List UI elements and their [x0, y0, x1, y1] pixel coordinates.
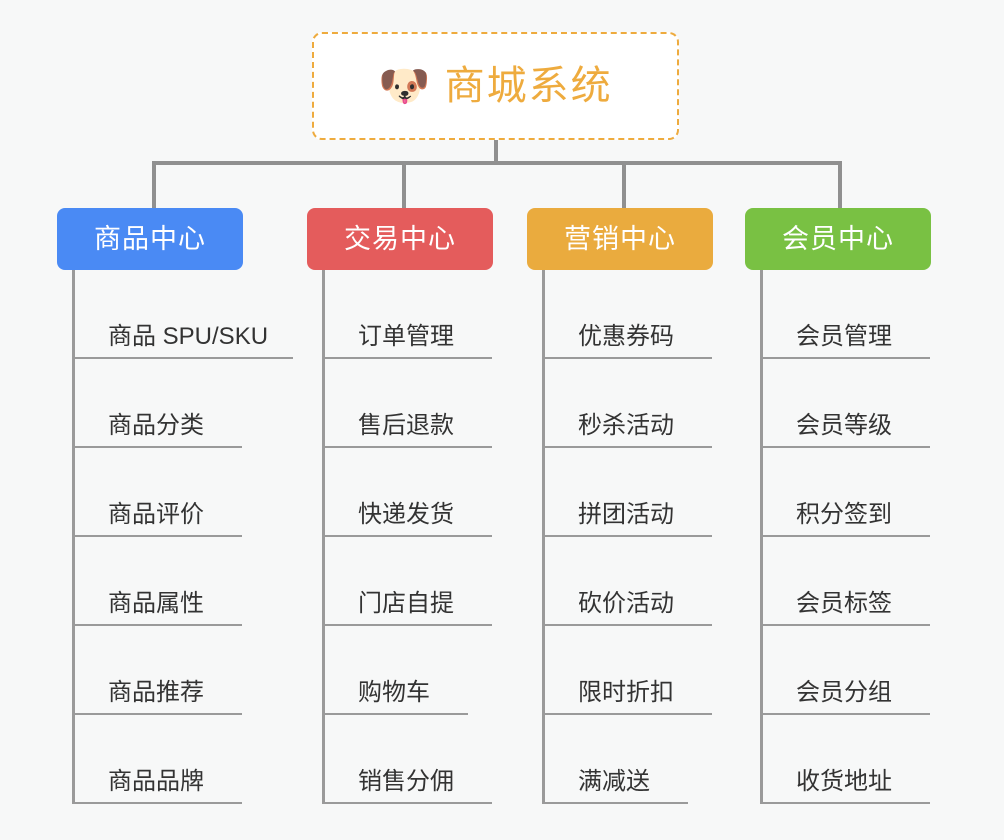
branch-header-product-center[interactable]: 商品中心: [57, 208, 243, 270]
leaf-label: 商品 SPU/SKU: [108, 323, 269, 350]
leaf-item[interactable]: 限时折扣: [545, 626, 712, 715]
leaf-label: 商品评价: [108, 501, 204, 528]
leaf-item[interactable]: 商品评价: [75, 448, 242, 537]
leaf-label: 会员标签: [796, 590, 892, 617]
branch-title: 营销中心: [564, 223, 676, 254]
leaf-label: 销售分佣: [358, 768, 454, 795]
root-node[interactable]: 🐶 商城系统: [312, 32, 679, 140]
leaf-item[interactable]: 秒杀活动: [545, 359, 712, 448]
branch-marketing-center: 营销中心 优惠券码 秒杀活动 拼团活动 砍价活动 限时折扣 满减送: [527, 208, 713, 804]
branch-trade-center: 交易中心 订单管理 售后退款 快递发货 门店自提 购物车 销售分佣: [307, 208, 493, 804]
leaf-item[interactable]: 会员标签: [763, 537, 930, 626]
connector-horizontal-bus: [152, 161, 842, 165]
leaf-item[interactable]: 商品分类: [75, 359, 242, 448]
leaf-label: 快递发货: [358, 501, 454, 528]
leaf-label: 订单管理: [358, 323, 454, 350]
branch-header-marketing-center[interactable]: 营销中心: [527, 208, 713, 270]
leaf-item[interactable]: 门店自提: [325, 537, 492, 626]
branch-header-trade-center[interactable]: 交易中心: [307, 208, 493, 270]
connector-root-stem: [494, 140, 498, 163]
leaf-item[interactable]: 商品属性: [75, 537, 242, 626]
leaf-item[interactable]: 满减送: [545, 715, 688, 804]
leaf-label: 会员管理: [796, 323, 892, 350]
leaf-item[interactable]: 售后退款: [325, 359, 492, 448]
leaf-label: 砍价活动: [578, 590, 674, 617]
branch-product-center: 商品中心 商品 SPU/SKU 商品分类 商品评价 商品属性 商品推荐 商品品牌: [57, 208, 293, 804]
leaf-label: 优惠券码: [578, 323, 674, 350]
leaf-label: 商品推荐: [108, 679, 204, 706]
leaf-label: 会员等级: [796, 412, 892, 439]
leaf-label: 秒杀活动: [578, 412, 674, 439]
leaf-item[interactable]: 商品品牌: [75, 715, 242, 804]
leaf-label: 拼团活动: [578, 501, 674, 528]
branch-header-member-center[interactable]: 会员中心: [745, 208, 931, 270]
leaf-label: 门店自提: [358, 590, 454, 617]
leaf-item[interactable]: 购物车: [325, 626, 468, 715]
leaf-item[interactable]: 拼团活动: [545, 448, 712, 537]
leaf-item[interactable]: 快递发货: [325, 448, 492, 537]
leaf-label: 商品品牌: [108, 768, 204, 795]
leaf-item[interactable]: 收货地址: [763, 715, 930, 804]
branch-title: 商品中心: [94, 223, 206, 254]
leaf-item[interactable]: 订单管理: [325, 270, 492, 359]
leaf-label: 售后退款: [358, 412, 454, 439]
connector-drop-1: [152, 161, 156, 209]
leaf-label: 收货地址: [796, 768, 892, 795]
leaf-list-trade-center: 订单管理 售后退款 快递发货 门店自提 购物车 销售分佣: [322, 270, 493, 804]
leaf-item[interactable]: 会员分组: [763, 626, 930, 715]
leaf-label: 积分签到: [796, 501, 892, 528]
leaf-label: 商品属性: [108, 590, 204, 617]
leaf-item[interactable]: 砍价活动: [545, 537, 712, 626]
branch-title: 交易中心: [344, 223, 456, 254]
branch-title: 会员中心: [782, 223, 894, 254]
connector-drop-3: [622, 161, 626, 209]
connector-drop-4: [838, 161, 842, 209]
dog-face-icon: 🐶: [378, 62, 431, 109]
branch-member-center: 会员中心 会员管理 会员等级 积分签到 会员标签 会员分组 收货地址: [745, 208, 931, 804]
leaf-label: 会员分组: [796, 679, 892, 706]
root-title: 商城系统: [444, 64, 613, 108]
leaf-item[interactable]: 商品 SPU/SKU: [75, 270, 293, 359]
leaf-label: 商品分类: [108, 412, 204, 439]
leaf-item[interactable]: 会员管理: [763, 270, 930, 359]
leaf-label: 满减送: [578, 768, 650, 795]
leaf-item[interactable]: 优惠券码: [545, 270, 712, 359]
leaf-label: 购物车: [358, 679, 430, 706]
leaf-list-marketing-center: 优惠券码 秒杀活动 拼团活动 砍价活动 限时折扣 满减送: [542, 270, 713, 804]
leaf-list-member-center: 会员管理 会员等级 积分签到 会员标签 会员分组 收货地址: [760, 270, 931, 804]
leaf-item[interactable]: 商品推荐: [75, 626, 242, 715]
leaf-item[interactable]: 销售分佣: [325, 715, 492, 804]
leaf-list-product-center: 商品 SPU/SKU 商品分类 商品评价 商品属性 商品推荐 商品品牌: [72, 270, 293, 804]
leaf-label: 限时折扣: [578, 679, 674, 706]
leaf-item[interactable]: 会员等级: [763, 359, 930, 448]
leaf-item[interactable]: 积分签到: [763, 448, 930, 537]
connector-drop-2: [402, 161, 406, 209]
